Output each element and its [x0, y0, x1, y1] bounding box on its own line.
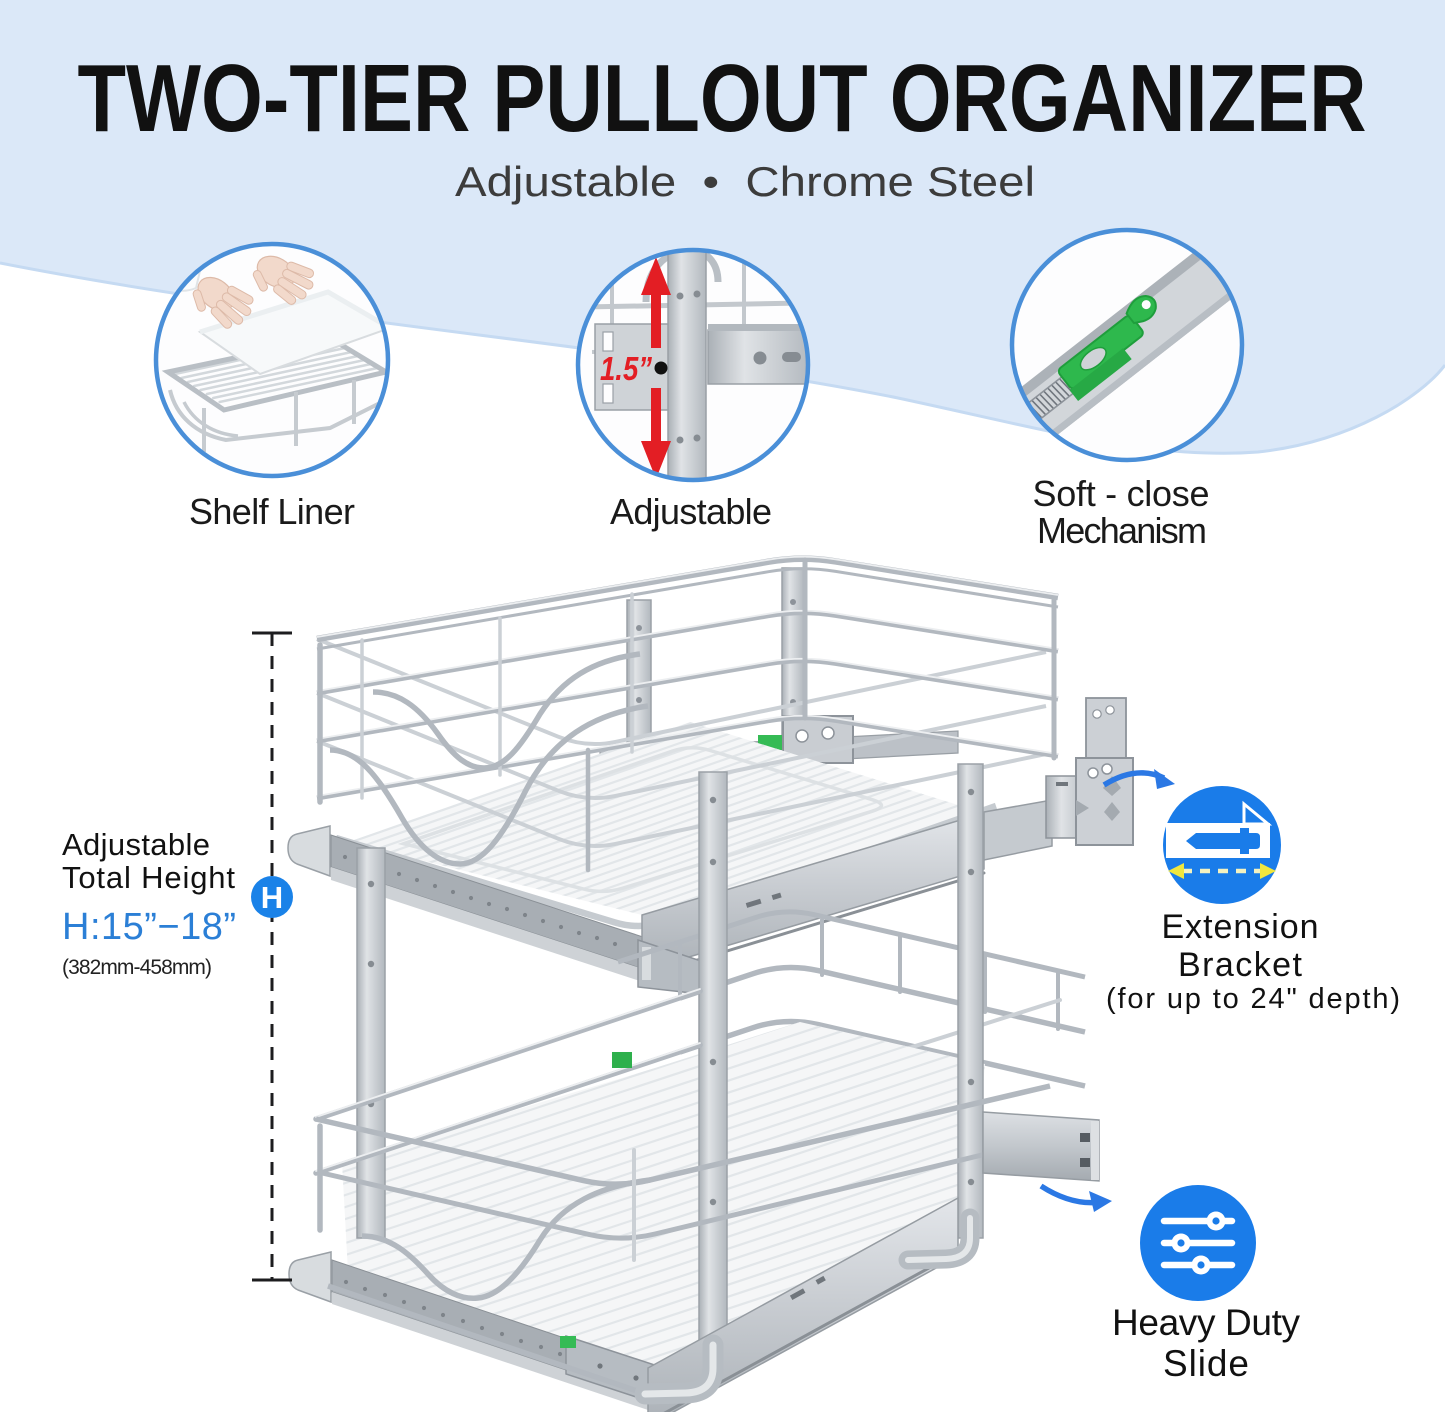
svg-text:H: H — [261, 880, 283, 915]
svg-text:(for up to 24" depth): (for up to 24" depth) — [1106, 983, 1400, 1015]
svg-text:Total Height: Total Height — [62, 860, 235, 895]
svg-text:Slide: Slide — [1163, 1343, 1249, 1384]
svg-text:Bracket: Bracket — [1178, 946, 1303, 984]
svg-text:Shelf Liner: Shelf Liner — [189, 491, 355, 532]
svg-text:Adjustable: Adjustable — [610, 491, 772, 532]
svg-text:Mechanism: Mechanism — [1037, 510, 1207, 551]
svg-text:Extension: Extension — [1162, 908, 1319, 946]
svg-text:Adjustable • Chrome Steel: Adjustable • Chrome Steel — [455, 158, 1035, 205]
svg-text:Adjustable: Adjustable — [62, 827, 210, 862]
svg-text:TWO-TIER PULLOUT ORGANIZER: TWO-TIER PULLOUT ORGANIZER — [78, 45, 1367, 152]
svg-text:Heavy Duty: Heavy Duty — [1112, 1302, 1301, 1343]
svg-text:H:15”−18”: H:15”−18” — [62, 906, 236, 948]
svg-text:Soft - close: Soft - close — [1033, 473, 1210, 514]
svg-text:(382mm-458mm): (382mm-458mm) — [62, 956, 212, 979]
svg-text:1.5”: 1.5” — [600, 350, 652, 387]
